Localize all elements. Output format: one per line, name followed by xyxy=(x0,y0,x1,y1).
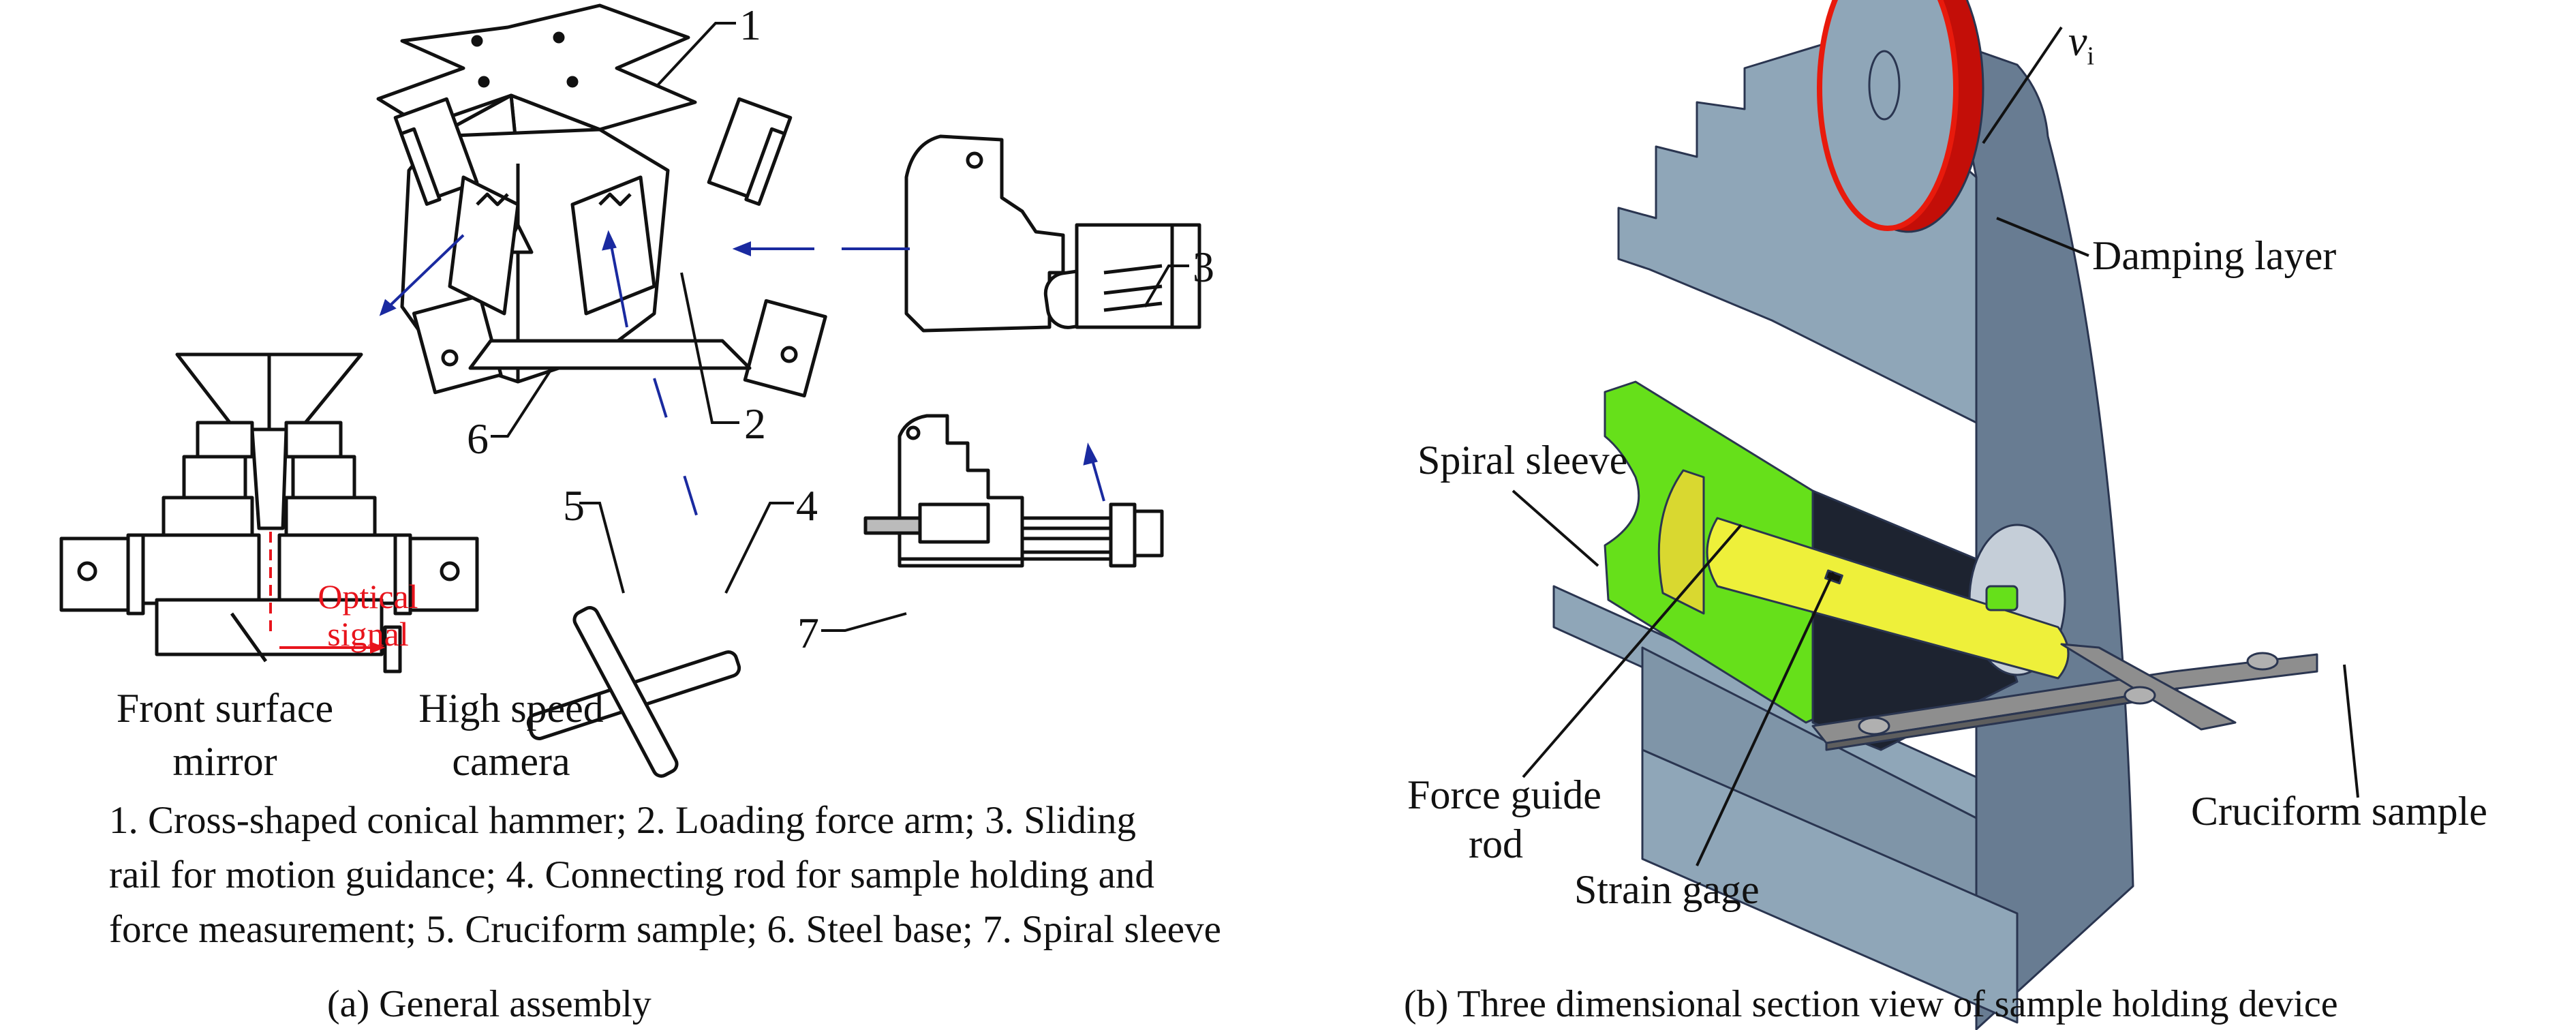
force-guide-rod-line-2: rod xyxy=(1469,821,1523,866)
strain-gage-mark xyxy=(1824,569,1843,585)
leader-vi xyxy=(1982,26,2063,145)
camera-label-line-2: camera xyxy=(452,739,570,784)
legend-line-1: 1. Cross-shaped conical hammer; 2. Loadi… xyxy=(109,799,1136,842)
base-rail-ledge xyxy=(1641,748,2019,1024)
cruciform-sample-model xyxy=(1811,643,2318,751)
camera-label-line-1: High speed xyxy=(418,686,604,731)
leader-damping xyxy=(1996,217,2089,257)
leader-cruciform xyxy=(2343,664,2359,798)
mirror-label: Front surface mirror xyxy=(95,682,354,788)
caption-b: (b) Three dimensional section view of sa… xyxy=(1404,983,2338,1025)
spiral-sleeve-label: Spiral sleeve xyxy=(1417,438,1628,483)
leader-3 xyxy=(1144,264,1189,308)
optical-signal-line-1: Optical xyxy=(318,577,418,616)
legend-line-3: force measurement; 5. Cruciform sample; … xyxy=(109,908,1221,951)
front-view-drawing xyxy=(59,352,479,656)
optical-signal-line-2: signal xyxy=(327,615,409,653)
caption-a: (a) General assembly xyxy=(327,983,651,1025)
force-guide-rod-body xyxy=(1706,517,2070,680)
flow-arrow-dashed-center xyxy=(653,378,714,566)
part-number-7: 7 xyxy=(797,609,819,657)
velocity-symbol: v xyxy=(2068,18,2087,65)
camera-box xyxy=(383,625,402,673)
damping-layer-label: Damping layer xyxy=(2092,233,2337,278)
leader-7 xyxy=(821,612,907,632)
part-number-6: 6 xyxy=(467,414,489,463)
leader-2 xyxy=(680,272,739,424)
mirror-line xyxy=(230,612,268,663)
sliding-rail-drawing xyxy=(904,134,1201,333)
mirror-label-line-2: mirror xyxy=(172,739,277,784)
leader-force-rod xyxy=(1522,524,1743,778)
cruciform-sample-label: Cruciform sample xyxy=(2191,789,2487,834)
strain-gage-label: Strain gage xyxy=(1574,867,1760,912)
leader-4 xyxy=(724,502,794,594)
part-number-1: 1 xyxy=(739,1,761,49)
camera-label: High speed camera xyxy=(402,682,620,788)
leader-spiral-sleeve xyxy=(1512,489,1599,567)
leader-strain-gage xyxy=(1696,572,1835,866)
velocity-subscript: i xyxy=(2087,42,2095,71)
disc-center-hole xyxy=(1868,50,1901,121)
leader-1 xyxy=(656,22,736,87)
bolt-head xyxy=(1985,585,2019,611)
flow-arrow-to-front-view xyxy=(380,234,465,315)
part-number-3: 3 xyxy=(1193,243,1214,291)
legend-line-2: rail for motion guidance; 4. Connecting … xyxy=(109,853,1154,896)
leader-5 xyxy=(579,502,625,594)
velocity-label: vi xyxy=(2068,20,2094,69)
rod-flange xyxy=(1657,469,1705,615)
impact-disc-face xyxy=(1817,0,1959,231)
part-number-2: 2 xyxy=(744,399,766,448)
part-number-4: 4 xyxy=(796,481,818,530)
leader-6 xyxy=(491,367,553,438)
force-guide-rod-line-1: Force guide xyxy=(1407,772,1601,817)
force-guide-rod-label: Force guide rod xyxy=(1407,770,1601,868)
loading-assembly-drawing xyxy=(393,97,827,398)
part-number-5: 5 xyxy=(563,481,585,530)
spiral-sleeve-drawing xyxy=(863,414,1164,568)
flow-arrow-up-center xyxy=(609,238,628,328)
cruciform-sample-drawing xyxy=(526,606,741,778)
optical-signal-label: Optical signal xyxy=(310,578,426,653)
mirror-label-line-1: Front surface xyxy=(116,686,334,731)
parts-legend: 1. Cross-shaped conical hammer; 2. Loadi… xyxy=(109,801,1221,965)
